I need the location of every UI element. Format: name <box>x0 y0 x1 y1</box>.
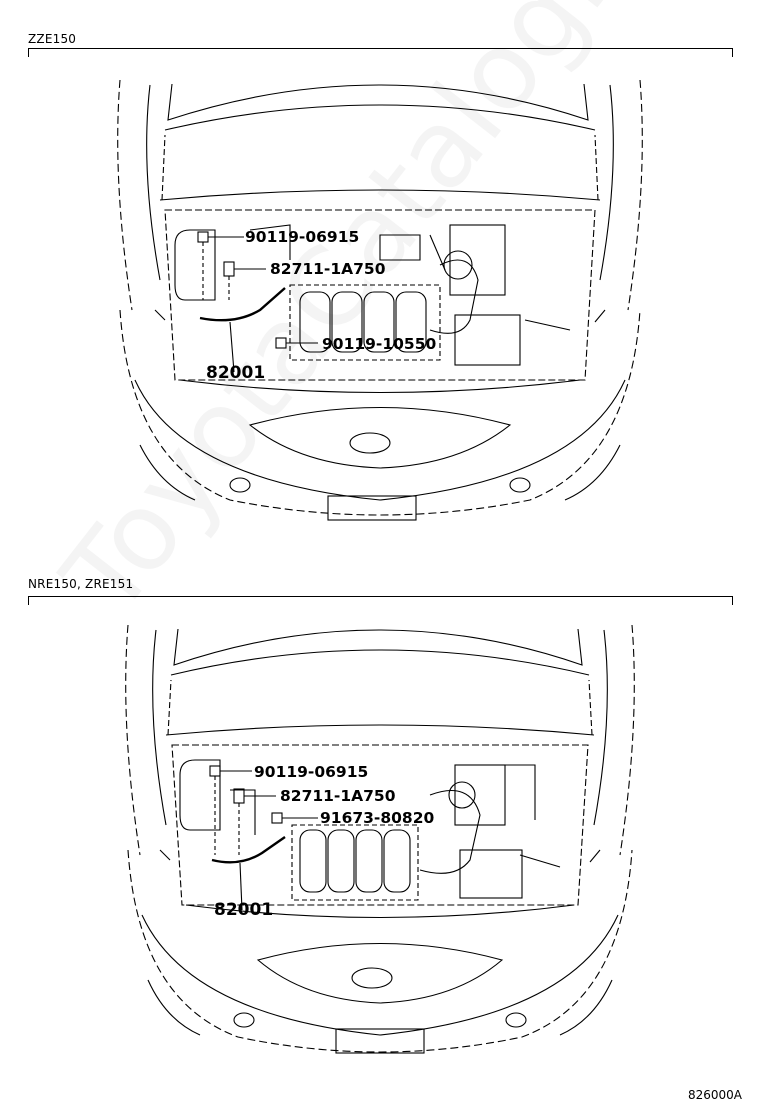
assembly-number: 82001 <box>214 900 273 920</box>
section-label-zze150: ZZE150 <box>28 32 77 46</box>
callout-part-number: 90119-06915 <box>254 763 368 781</box>
section-label-nre150-zre151: NRE150, ZRE151 <box>28 577 134 591</box>
section-bracket <box>28 596 733 605</box>
callout-part-number: 91673-80820 <box>320 809 434 827</box>
callout-part-number: 82711-1A750 <box>270 260 386 278</box>
illustration-code: 826000A <box>687 1088 742 1102</box>
callout-part-number: 90119-06915 <box>245 228 359 246</box>
engine-bay-drawing-zze150: 90119-06915 82711-1A750 90119-10550 8200… <box>0 60 760 540</box>
engine-bay-drawing-nre150-zre151: 90119-06915 82711-1A750 91673-80820 8200… <box>0 605 760 1075</box>
section-bracket <box>28 48 733 57</box>
callout-part-number: 82711-1A750 <box>280 787 396 805</box>
assembly-number: 82001 <box>206 363 265 383</box>
callout-part-number: 90119-10550 <box>322 335 436 353</box>
